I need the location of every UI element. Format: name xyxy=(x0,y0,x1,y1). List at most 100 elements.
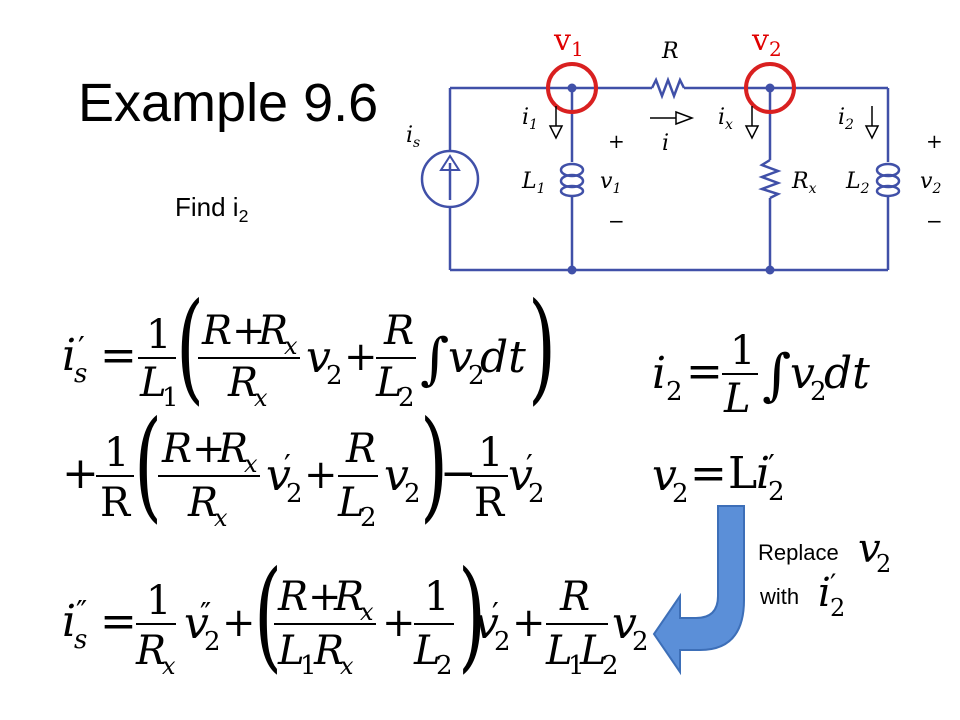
equation-line-1: i ′ s = 1 L 1 ( R + R x R x v 2 + R L 2 … xyxy=(62,280,556,417)
svg-text:i: i xyxy=(818,570,831,616)
v1-label: v1 xyxy=(600,169,621,197)
task-prefix: Find i xyxy=(175,192,239,222)
inductor-l1 xyxy=(559,162,585,198)
task-subscript: 2 xyxy=(238,206,249,227)
resistor-r-label: R xyxy=(661,39,679,64)
node-label-v2-sub: 2 xyxy=(769,37,782,61)
inductor-l1-sub: 1 xyxy=(537,181,546,197)
svg-text:′: ′ xyxy=(526,449,533,484)
v2-minus: − xyxy=(926,209,943,233)
svg-text:2: 2 xyxy=(360,503,377,533)
svg-text:v: v xyxy=(508,450,533,501)
annotation-math-i2prime: i ′ 2 xyxy=(818,568,845,622)
svg-text:1: 1 xyxy=(730,328,755,374)
svg-text:L: L xyxy=(277,628,305,674)
current-ix-sub: x xyxy=(725,117,733,133)
node-dot-bottom-2 xyxy=(765,265,775,275)
svg-text:1: 1 xyxy=(104,430,129,476)
svg-text:L: L xyxy=(723,376,751,422)
node-label-v1-sub: 1 xyxy=(571,37,584,61)
svg-text:i: i xyxy=(756,448,770,499)
svg-text:2: 2 xyxy=(632,627,649,657)
svg-text:″: ″ xyxy=(200,597,211,632)
svg-text:x: x xyxy=(244,450,258,478)
svg-text:): ) xyxy=(420,396,448,535)
svg-text:+: + xyxy=(512,600,546,646)
branch-current-label: i xyxy=(662,131,669,156)
v2-label-sub: 2 xyxy=(931,181,941,197)
inductor-l2-sub: 2 xyxy=(860,181,870,197)
svg-text:R: R xyxy=(474,480,506,526)
svg-text:+: + xyxy=(232,308,266,354)
svg-text:R: R xyxy=(187,480,218,526)
svg-text:′: ′ xyxy=(78,331,85,366)
annotation-math-v2: v 2 xyxy=(858,526,891,578)
svg-text:s: s xyxy=(74,359,87,389)
svg-text:R: R xyxy=(161,426,192,472)
resistor-rx-sub: x xyxy=(809,181,817,197)
svg-text:v: v xyxy=(266,450,291,501)
svg-text:x: x xyxy=(162,652,176,680)
svg-text:2: 2 xyxy=(286,479,303,509)
equations-area: i ′ s = 1 L 1 ( R + R x R x v 2 + R L 2 … xyxy=(62,280,891,685)
highlight-node-v2 xyxy=(744,62,796,114)
svg-text:v: v xyxy=(184,598,209,649)
svg-text:dt: dt xyxy=(480,332,526,383)
resistor-r xyxy=(650,76,686,100)
svg-text:+: + xyxy=(222,600,256,646)
svg-text:″: ″ xyxy=(76,595,87,630)
node-dot-bottom-1 xyxy=(567,265,577,275)
replace-label: Replace xyxy=(758,540,839,565)
svg-text:′: ′ xyxy=(768,449,775,484)
current-i1-label: i1 xyxy=(522,105,538,133)
svg-text:1: 1 xyxy=(424,574,449,620)
node-label-v1-main: v xyxy=(553,23,571,58)
svg-text:′: ′ xyxy=(492,597,499,632)
v2-plus: + xyxy=(926,129,943,153)
v1-minus: − xyxy=(608,209,625,233)
v1-label-sub: 1 xyxy=(612,181,621,197)
svg-text:): ) xyxy=(528,280,556,417)
svg-text:R: R xyxy=(135,628,166,674)
svg-text:R: R xyxy=(383,308,414,354)
v1-plus: + xyxy=(608,129,625,153)
svg-text:2: 2 xyxy=(666,377,683,407)
replace-arrow xyxy=(652,505,745,676)
svg-text:∫: ∫ xyxy=(762,343,791,408)
svg-text:i: i xyxy=(652,348,666,399)
svg-text:L: L xyxy=(413,628,441,674)
svg-text:R: R xyxy=(333,574,364,620)
svg-text:2: 2 xyxy=(398,383,415,413)
svg-text:(: ( xyxy=(254,546,282,685)
svg-text:x: x xyxy=(214,504,228,532)
svg-text:+: + xyxy=(304,452,338,498)
svg-text:L: L xyxy=(139,360,167,406)
svg-text:v: v xyxy=(306,332,331,383)
svg-text:2: 2 xyxy=(602,651,619,681)
svg-text:2: 2 xyxy=(468,361,485,391)
svg-text:′: ′ xyxy=(830,568,836,601)
svg-text:1: 1 xyxy=(146,578,171,624)
equation-line-3: i ″ s = 1 R x v ″ 2 + ( R + R x L 1 R x … xyxy=(62,546,649,685)
inductor-l2 xyxy=(875,162,901,198)
current-ix-arrow xyxy=(744,106,760,140)
svg-text:+: + xyxy=(62,448,99,499)
resistor-rx-label: Rx xyxy=(791,169,817,197)
svg-text:x: x xyxy=(340,652,354,680)
svg-text:dt: dt xyxy=(824,348,870,399)
svg-text:L: L xyxy=(728,448,757,499)
svg-text:x: x xyxy=(254,384,268,412)
svg-text:=: = xyxy=(100,596,137,647)
svg-text:i: i xyxy=(62,596,76,647)
svg-text:R: R xyxy=(257,308,288,354)
svg-text:v: v xyxy=(858,526,881,572)
svg-text:v: v xyxy=(384,450,409,501)
svg-text:2: 2 xyxy=(830,594,845,622)
svg-text:): ) xyxy=(458,546,486,685)
svg-text:2: 2 xyxy=(672,479,689,509)
svg-text:1: 1 xyxy=(478,430,503,476)
equation-i2: i 2 = 1 L ∫ v 2 dt xyxy=(652,328,870,422)
node-label-v2: v2 xyxy=(751,23,782,61)
current-i2-label: i2 xyxy=(838,105,854,133)
svg-text:s: s xyxy=(74,625,87,655)
